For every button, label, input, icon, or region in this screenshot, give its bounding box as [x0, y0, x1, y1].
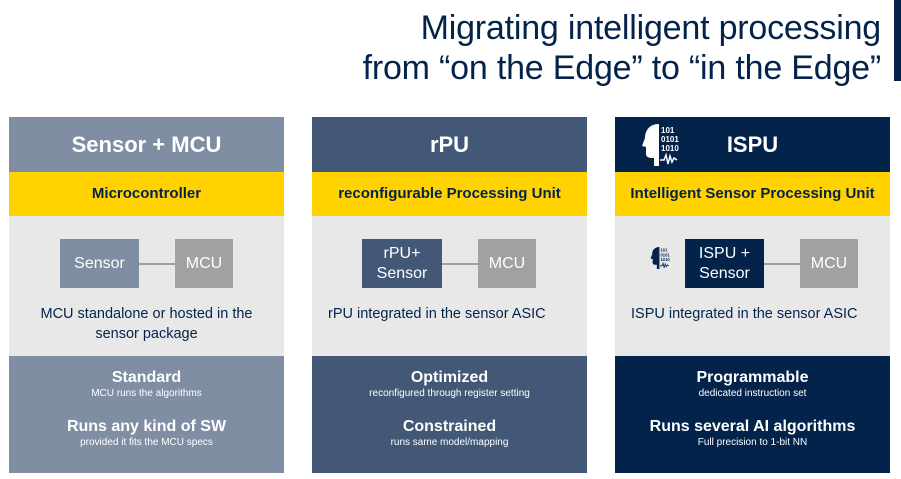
column-description: rPU integrated in the sensor ASIC — [328, 306, 546, 322]
column-header-area: 101 0101 1010 ISPU — [615, 117, 890, 172]
feature-title: Runs any kind of SW — [66, 418, 227, 435]
svg-text:101: 101 — [661, 126, 675, 135]
svg-text:1010: 1010 — [661, 144, 679, 153]
feature-subtitle: reconfigured through register setting — [369, 388, 530, 399]
slide-title: Migrating intelligent processing from “o… — [362, 8, 882, 88]
column-features: Optimized reconfigured through register … — [312, 356, 587, 473]
column-sensor-mcu: Sensor + MCU Microcontroller Sensor MCU … — [9, 117, 284, 473]
feature-title: Optimized — [410, 369, 489, 386]
feature-subtitle: dedicated instruction set — [698, 388, 807, 399]
sensor-box: Sensor — [60, 239, 139, 288]
feature-subtitle: provided it fits the MCU specs — [80, 437, 213, 448]
ispu-sensor-box: ISPU + Sensor — [685, 239, 764, 288]
feature-subtitle: MCU runs the algorithms — [91, 388, 202, 399]
column-header: rPU — [312, 117, 587, 172]
mcu-box: MCU — [175, 239, 233, 288]
mcu-box: MCU — [800, 239, 858, 288]
column-diagram-area: rPU+ Sensor MCU rPU integrated in the se… — [312, 216, 587, 356]
ai-head-icon: 101 0101 1010 — [650, 247, 670, 269]
column-header: Sensor + MCU — [9, 117, 284, 172]
column-subtitle: reconfigurable Processing Unit — [312, 172, 587, 216]
ai-head-icon: 101 0101 1010 — [642, 124, 679, 166]
column-description: MCU standalone or hosted in the sensor p… — [40, 306, 253, 342]
box-line: rPU+ — [383, 244, 421, 262]
column-ispu: 101 0101 1010 ISPU Intelligent Sensor Pr… — [615, 117, 890, 473]
box-line: ISPU + — [698, 244, 751, 262]
column-subtitle: Microcontroller — [9, 172, 284, 216]
column-features: Standard MCU runs the algorithms Runs an… — [9, 356, 284, 473]
svg-text:0101: 0101 — [661, 135, 679, 144]
mcu-box: MCU — [478, 239, 536, 288]
feature-subtitle: runs same model/mapping — [390, 437, 509, 448]
connector-line — [442, 263, 478, 265]
feature-title: Standard — [111, 369, 182, 386]
connector-line — [139, 263, 175, 265]
column-rpu: rPU reconfigurable Processing Unit rPU+ … — [312, 117, 587, 473]
column-diagram-area: 101 0101 1010 ISPU + Sensor MCU ISPU int… — [615, 216, 890, 356]
feature-title: Constrained — [402, 418, 497, 435]
svg-text:1010: 1010 — [660, 257, 670, 262]
column-header: ISPU — [726, 131, 779, 157]
edge-accent-bar — [894, 0, 901, 81]
box-line: Sensor — [699, 264, 750, 282]
slide-title-line2: from “on the Edge” to “in the Edge” — [362, 49, 882, 87]
svg-text:0101: 0101 — [660, 252, 670, 257]
column-description: ISPU integrated in the sensor ASIC — [631, 306, 858, 322]
feature-title: Programmable — [696, 369, 809, 386]
rpu-sensor-box: rPU+ Sensor — [362, 239, 442, 288]
connector-line — [764, 263, 800, 265]
slide-title-line1: Migrating intelligent processing — [420, 9, 882, 47]
column-subtitle: Intelligent Sensor Processing Unit — [615, 172, 890, 216]
box-line: Sensor — [376, 264, 428, 282]
column-features: Programmable dedicated instruction set R… — [615, 356, 890, 473]
feature-title: Runs several AI algorithms — [649, 418, 856, 435]
column-diagram-area: Sensor MCU MCU standalone or hosted in t… — [9, 216, 284, 356]
svg-text:101: 101 — [660, 248, 668, 253]
feature-subtitle: Full precision to 1-bit NN — [697, 437, 808, 448]
